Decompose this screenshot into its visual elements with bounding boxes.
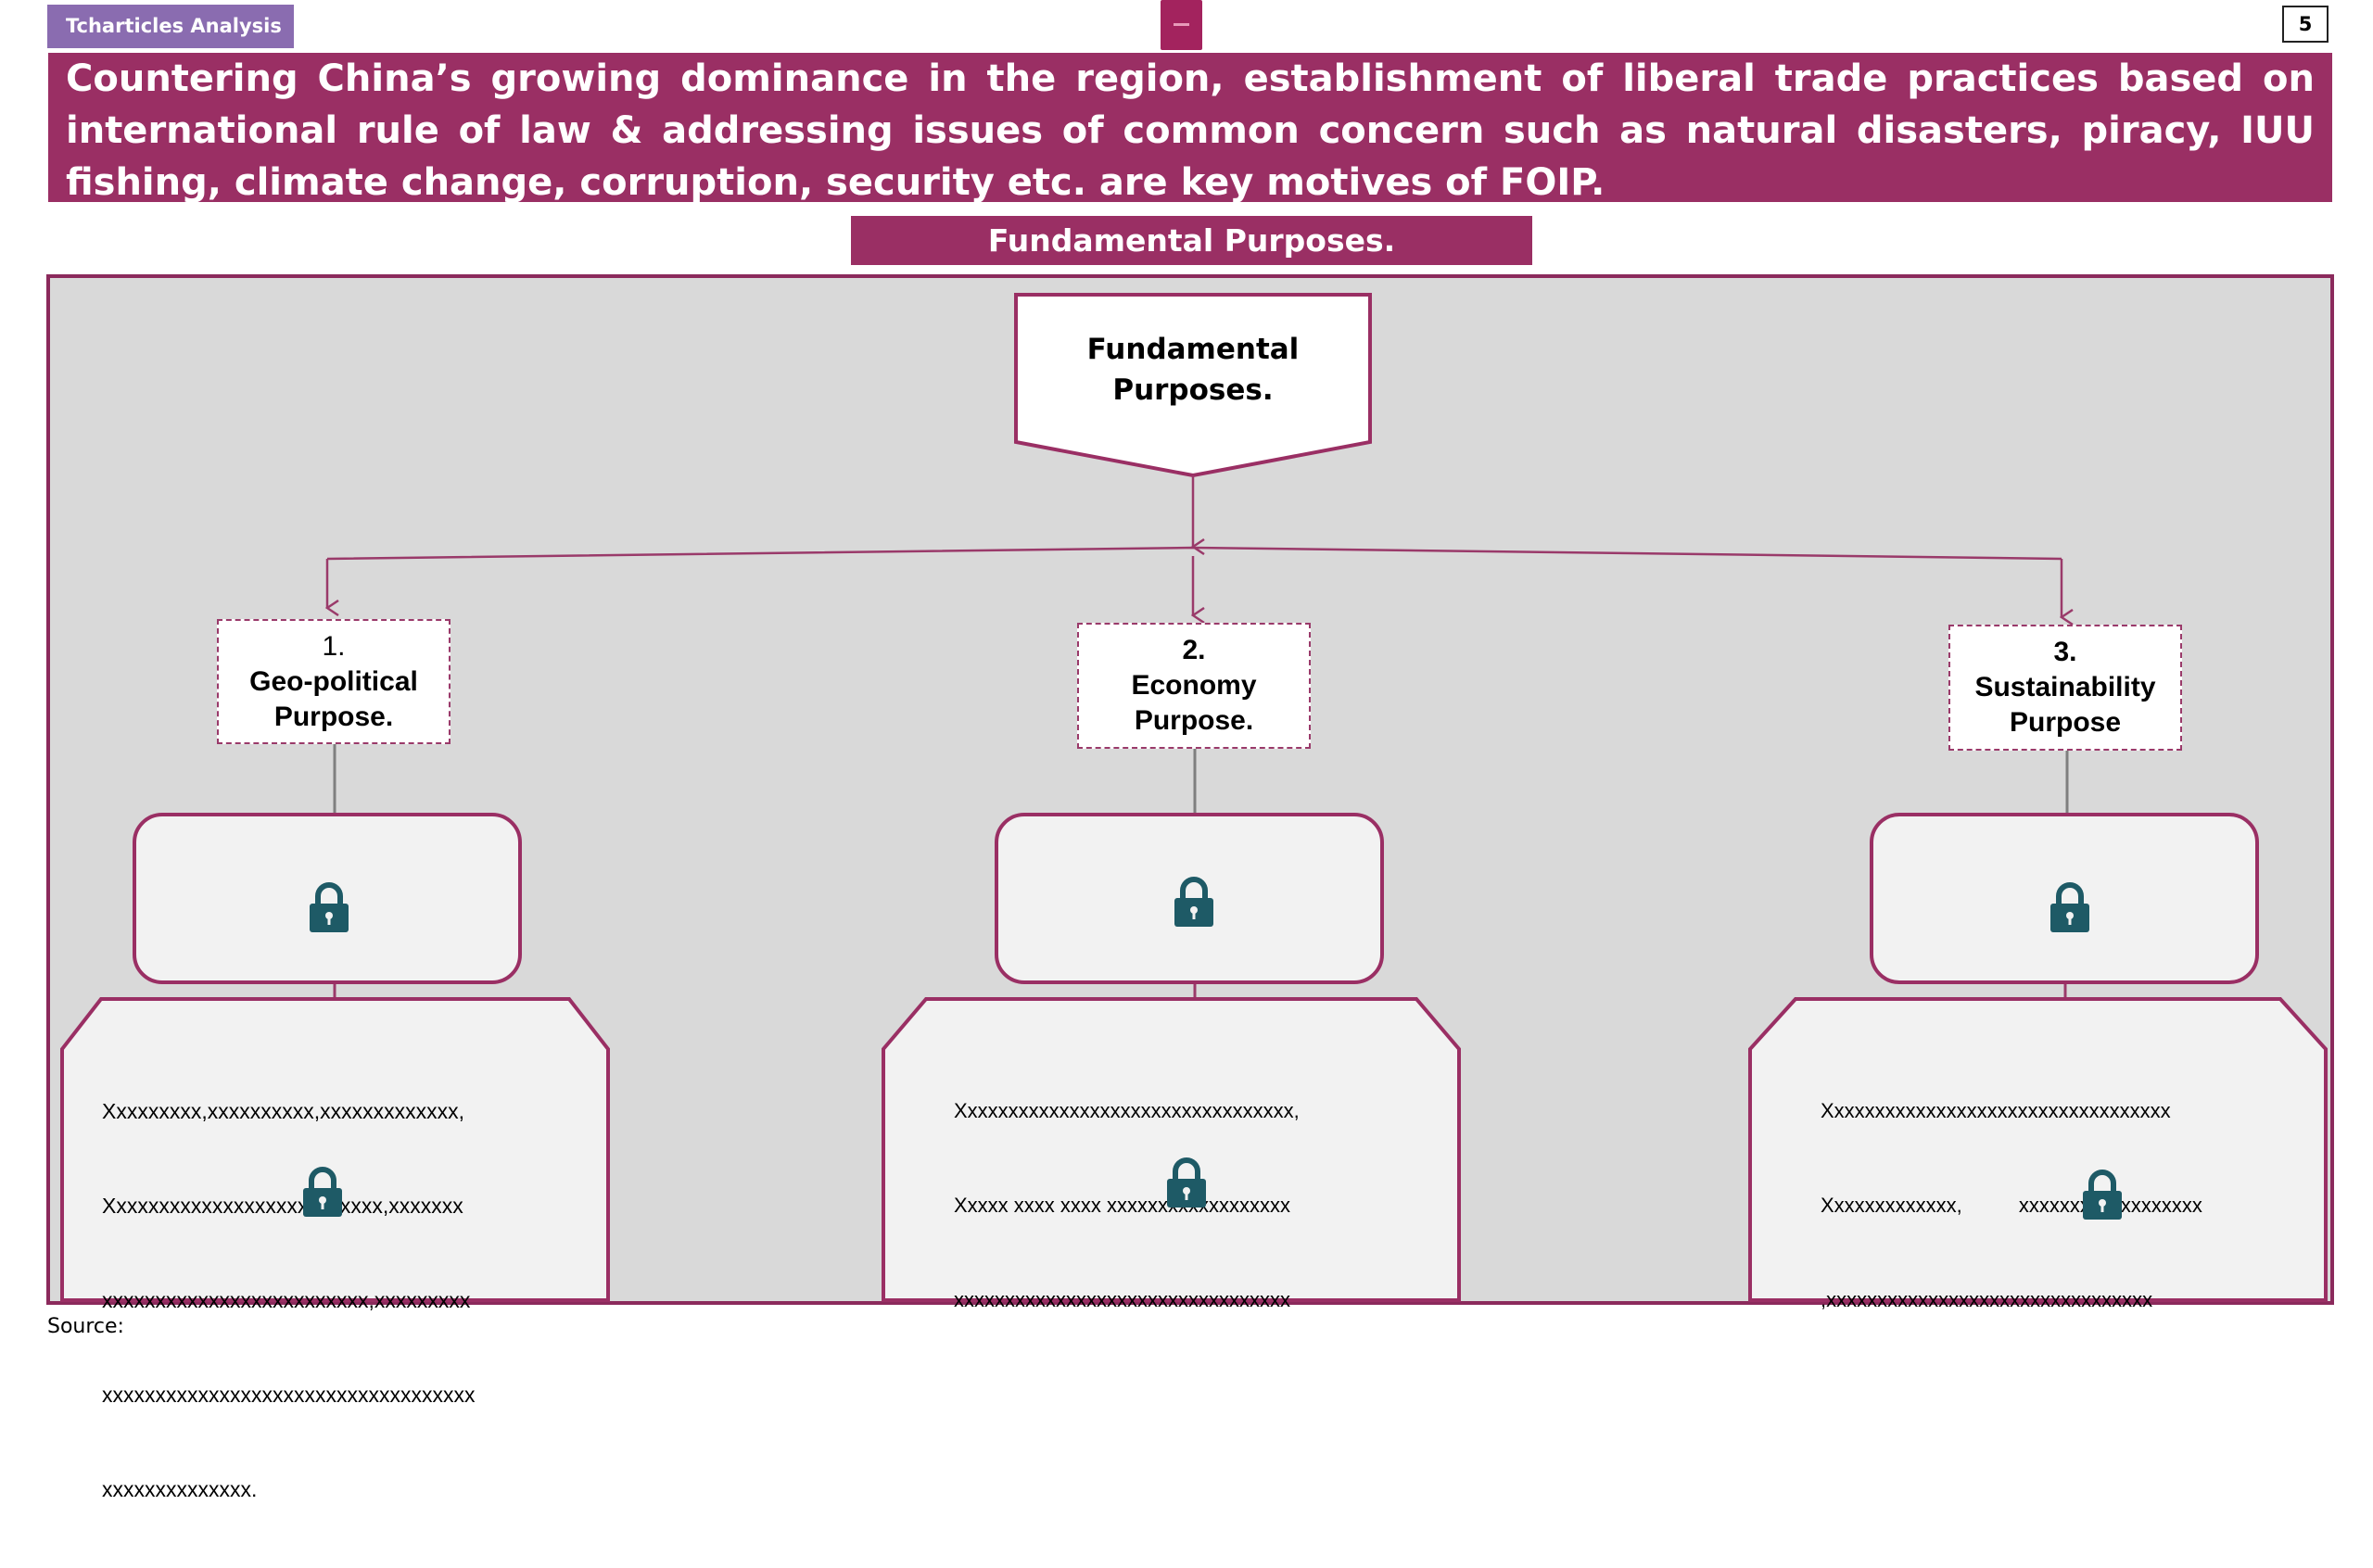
lock-icon	[303, 1167, 342, 1217]
purpose-node-geopolitical: 1. Geo-political Purpose.	[217, 619, 450, 744]
body-line: Xxxxxxxxxxxxxxxxxxxxxxxxxxxxxxxxxx	[1821, 1099, 2171, 1122]
purpose-label-line1: Economy	[1131, 670, 1257, 701]
purpose-number: 2.	[1182, 635, 1206, 665]
purpose-label-line1: Sustainability	[1974, 672, 2156, 702]
purpose-label-line2: Purpose.	[273, 701, 394, 732]
purpose-body-text-1: Xxxxxxxxx,xxxxxxxxxx,xxxxxxxxxxxxx, Xxxx…	[102, 1032, 593, 1568]
section-subtitle: Fundamental Purposes.	[851, 216, 1532, 265]
locked-content-box-1	[133, 813, 522, 984]
body-line: Xxxxxxxxxxxxxxxxxxxxxxxxxx,xxxxxxx	[102, 1194, 463, 1218]
root-label-line1: Fundamental	[1086, 333, 1300, 366]
body-line: ,xxxxxxxxxxxxxxxxxxxxxxxxxxxxxxxx	[1821, 1288, 2153, 1311]
body-line: xxxxxxxxxxxxxxxxxxxxxxxxx,xxxxxxxxx	[102, 1288, 471, 1312]
purpose-body-text-2: Xxxxxxxxxxxxxxxxxxxxxxxxxxxxxxxxx, Xxxxx…	[954, 1032, 1417, 1379]
lock-icon	[2050, 882, 2089, 932]
brand-tag: Tcharticles Analysis	[47, 5, 294, 48]
page-number: 5	[2282, 6, 2329, 43]
headline-banner: Countering China’s growing dominance in …	[48, 53, 2332, 204]
purpose-body-text-3: Xxxxxxxxxxxxxxxxxxxxxxxxxxxxxxxxxx Xxxxx…	[1821, 1032, 2303, 1379]
purpose-label-line2: Purpose.	[1134, 705, 1254, 736]
body-line: xxxxxxxxxxxxxx.	[102, 1477, 258, 1501]
body-line: xxxxxxxxxxxxxxxxxxxxxxxxxxxxxxxxxxx	[102, 1383, 476, 1407]
root-label-line2: Purposes.	[1112, 373, 1274, 407]
locked-content-box-2	[995, 813, 1384, 984]
text-panel-3	[1748, 997, 2328, 1302]
lock-icon	[1174, 877, 1213, 927]
body-line: xxxxxxxxxxxxxxxxxxxxxxxxxxxxxxxxx	[954, 1288, 1290, 1311]
purpose-label-line1: Geo-political	[249, 665, 418, 697]
lock-icon	[1167, 1157, 1206, 1208]
lock-icon	[310, 882, 349, 932]
body-line: Xxxxxxxxxxxxx, xxxxxxxxxxxxxxxxxx	[1821, 1194, 2202, 1217]
lock-icon	[2083, 1170, 2122, 1220]
root-node: Fundamental Purposes.	[1016, 329, 1370, 411]
root-shape	[1014, 293, 1372, 478]
body-line: Xxxxxxxxxxxxxxxxxxxxxxxxxxxxxxxxx,	[954, 1099, 1300, 1122]
purpose-number: 1.	[322, 630, 346, 662]
text-panel-2	[882, 997, 1461, 1302]
locked-content-box-3	[1870, 813, 2259, 984]
purpose-node-economy: 2. Economy Purpose.	[1077, 623, 1311, 749]
purpose-number: 3.	[2053, 637, 2077, 667]
body-line: Xxxxxxxxx,xxxxxxxxxx,xxxxxxxxxxxxx,	[102, 1099, 465, 1123]
brand-logo-icon	[1161, 0, 1202, 50]
connector-lines	[60, 293, 2328, 1302]
text-panel-1	[60, 997, 610, 1302]
source-label: Source:	[47, 1315, 124, 1338]
purpose-node-sustainability: 3. Sustainability Purpose	[1948, 625, 2182, 751]
diagram-panel: Fundamental Purposes. 1. Geo-political P…	[46, 274, 2334, 1501]
purpose-label-line2: Purpose	[2009, 707, 2122, 738]
